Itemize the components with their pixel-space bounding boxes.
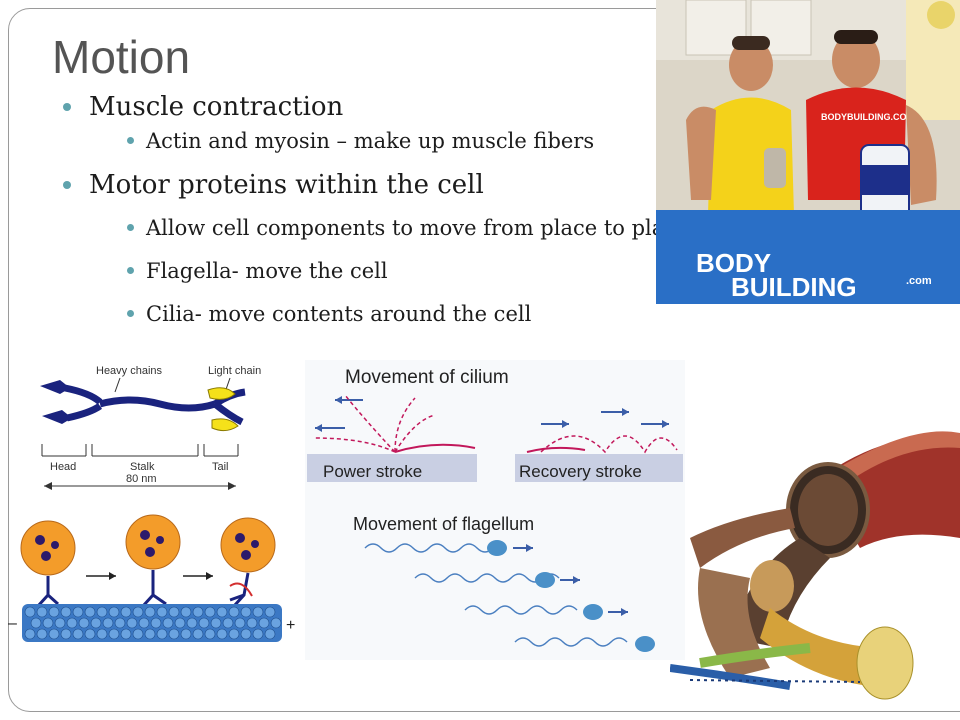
sub-bullet-list: Actin and myosin – make up muscle fibers: [89, 128, 722, 154]
bullet-dot-icon: [127, 310, 134, 317]
light-chain-label: Light chain: [208, 365, 261, 377]
sub-bullet-text: Flagella- move the cell: [146, 259, 388, 283]
sub-bullet: Actin and myosin – make up muscle fibers: [89, 128, 722, 154]
cargo-vesicle-3: [220, 517, 276, 608]
heavy-chains-label: Heavy chains: [96, 365, 163, 377]
banner-word-building: BUILDING: [731, 272, 857, 302]
bullet-dot-icon: [127, 137, 134, 144]
flagellum-cell-2: [414, 572, 580, 588]
flagellum-title: Movement of flagellum: [353, 514, 534, 534]
plus-end-label: +: [286, 617, 295, 634]
cargo-vesicle-1: [20, 520, 76, 608]
bullet-list: Muscle contraction Actin and myosin – ma…: [62, 92, 722, 344]
sub-bullet: Flagella- move the cell: [89, 258, 722, 284]
cilium-title: Movement of cilium: [345, 367, 509, 388]
bullet-text: Motor proteins within the cell: [89, 170, 484, 200]
sub-bullet: Allow cell components to move from place…: [89, 215, 722, 241]
cargo-vesicle-2: [125, 514, 181, 608]
head-label: Head: [50, 461, 76, 473]
flagellum-cell-4: [514, 636, 655, 652]
bullet-motor-proteins: Motor proteins within the cell Allow cel…: [62, 170, 722, 327]
sub-bullet: Cilia- move contents around the cell: [89, 301, 722, 327]
sub-bullet-text: Actin and myosin – make up muscle fibers: [146, 129, 595, 153]
shirt-logo-text: BODYBUILDING.COM: [821, 112, 914, 122]
bullet-dot-icon: [127, 224, 134, 231]
bullet-text: Muscle contraction: [89, 92, 344, 122]
myosin-structure-diagram: Heavy chains Light chain Head Stalk Tail…: [40, 365, 261, 490]
bodybuilders-photo: BODYBUILDING.COM BODY BUILDING .com: [656, 0, 960, 304]
muscle-fiber-illustration: [670, 431, 960, 700]
motor-protein-walking-diagram: – +: [8, 514, 295, 642]
recovery-stroke-label: Recovery stroke: [519, 462, 642, 481]
sub-bullet-list: Allow cell components to move from place…: [89, 215, 722, 327]
flagellum-cell-3: [464, 604, 628, 620]
bullet-dot-icon: [63, 181, 71, 189]
microtubule: [22, 604, 282, 642]
banner-domain: .com: [906, 275, 932, 287]
slide-title: Motion: [52, 31, 191, 83]
sub-bullet-text: Cilia- move contents around the cell: [146, 302, 532, 326]
cilium-flagellum-diagram: Movement of cilium Power stroke Recovery…: [305, 360, 685, 660]
tail-label: Tail: [212, 461, 229, 473]
sub-bullet-text: Allow cell components to move from place…: [146, 216, 689, 240]
bullet-dot-icon: [127, 267, 134, 274]
bullet-muscle-contraction: Muscle contraction Actin and myosin – ma…: [62, 92, 722, 154]
bullet-dot-icon: [63, 103, 71, 111]
minus-end-label: –: [8, 615, 17, 632]
banner-word-body: BODY: [696, 248, 771, 278]
stalk-label: Stalk: [130, 461, 155, 473]
power-stroke-label: Power stroke: [323, 462, 422, 481]
length-label: 80 nm: [126, 473, 157, 485]
flagellum-cell-1: [364, 540, 533, 556]
